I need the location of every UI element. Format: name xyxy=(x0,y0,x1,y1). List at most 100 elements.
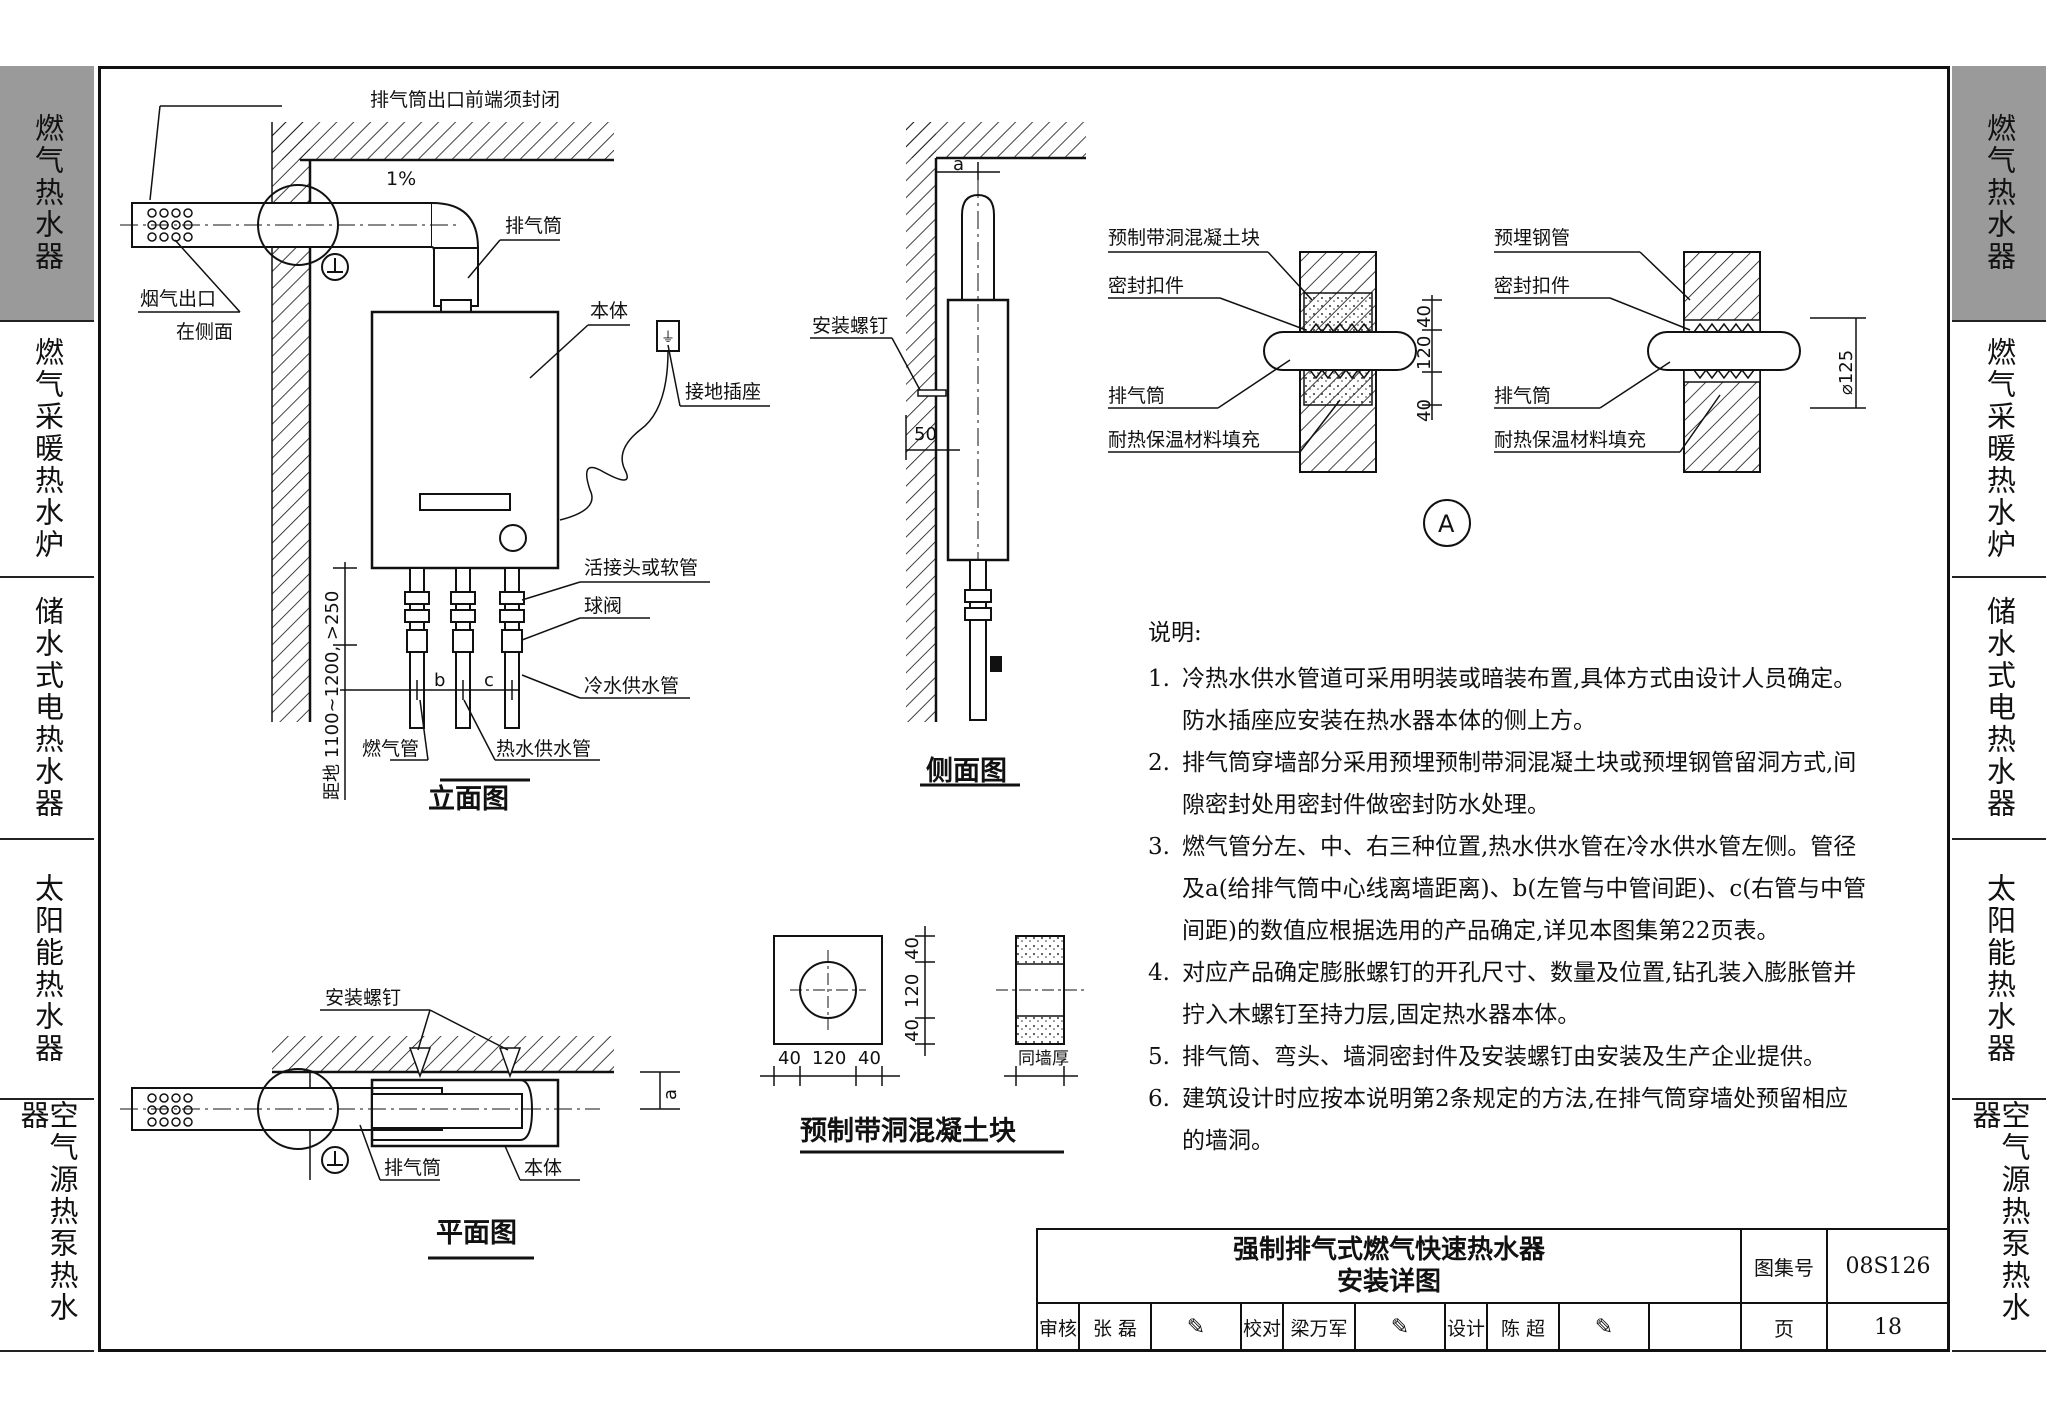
notes-section: 说明: 1. 冷热水供水管道可采用明装或暗装布置,具体方式由设计人员确定。防水插座… xyxy=(1148,612,1868,1162)
note-text: 排气筒、弯头、墙洞密封件及安装螺钉由安装及生产企业提供。 xyxy=(1182,1044,1826,1070)
side-caption: 侧面图 xyxy=(926,756,1007,787)
note-item: 6.建筑设计时应按本说明第2条规定的方法,在排气筒穿墙处预留相应的墙洞。 xyxy=(1148,1078,1868,1162)
checker-name: 梁万军 xyxy=(1282,1302,1356,1352)
side-tab-0[interactable]: 燃气热水器 xyxy=(0,66,94,322)
notes-title: 说明: xyxy=(1148,620,1202,646)
slope-label: 1% xyxy=(386,168,416,190)
side-tab-label: 空气源热泵热水器 xyxy=(16,1100,79,1324)
dim-b: b xyxy=(434,670,445,691)
review-label: 审核 xyxy=(1036,1302,1080,1352)
note-item: 3. 燃气管分左、中、右三种位置,热水供水管在冷水供水管左侧。管径及a(给排气筒中… xyxy=(1148,826,1868,952)
side-tab-label: 燃气热水器 xyxy=(1982,113,2017,273)
ball-valve-label: 球阀 xyxy=(584,595,622,617)
outlet-sealed-label: 排气筒出口前端须封闭 xyxy=(370,89,560,111)
blank-cell xyxy=(1648,1302,1742,1352)
side-tab-label: 燃气热水器 xyxy=(30,113,65,273)
side-tab-label: 燃气采暖热水炉 xyxy=(30,337,65,561)
side-tab-1[interactable]: 燃气采暖热水炉 xyxy=(1952,322,2046,578)
block-vdim-120: 120 xyxy=(902,974,923,1008)
detail-flue-label: 排气筒 xyxy=(1108,385,1165,407)
drawing-title-line2: 安装详图 xyxy=(1336,1267,1441,1297)
block-hole-label: 预制带洞混凝土块 xyxy=(1108,227,1260,249)
design-label: 设计 xyxy=(1444,1302,1488,1352)
block-vdim-40a: 40 xyxy=(902,937,923,960)
notes-list: 1. 冷热水供水管道可采用明装或暗装布置,具体方式由设计人员确定。防水插座应安装在… xyxy=(1148,658,1868,1162)
display-panel xyxy=(419,493,511,511)
seal-label: 密封扣件 xyxy=(1108,275,1184,297)
block-caption: 预制带洞混凝土块 xyxy=(800,1116,1017,1147)
detail-a-pointer xyxy=(321,253,349,281)
ceiling-slab xyxy=(272,122,614,160)
heater-body xyxy=(370,310,560,570)
side-tab-3[interactable]: 太阳能热水器 xyxy=(1952,840,2046,1100)
side-tab-label: 空气源热泵热水器 xyxy=(1968,1100,2031,1324)
precast-block-view: 40 120 40 40 120 40 同墙厚 预制带洞混凝土块 xyxy=(760,926,1084,1154)
title-block: 强制排气式燃气快速热水器 安装详图 图集号 08S126 审核 张 磊 ✎ 校对… xyxy=(1036,1228,1950,1352)
drawing-frame xyxy=(98,66,1950,1352)
steel-pipe-label: 预埋钢管 xyxy=(1494,227,1570,249)
side-tab-4[interactable]: 空气源热泵热水器 xyxy=(0,1100,94,1352)
seal2-label: 密封扣件 xyxy=(1494,275,1570,297)
plan-caption: 平面图 xyxy=(436,1218,517,1249)
filler2-label: 耐热保温材料填充 xyxy=(1494,429,1646,451)
filler-label: 耐热保温材料填充 xyxy=(1108,429,1260,451)
designer-name: 陈 超 xyxy=(1486,1302,1560,1352)
plan-screw-label: 安装螺钉 xyxy=(325,987,401,1009)
note-item: 5.排气筒、弯头、墙洞密封件及安装螺钉由安装及生产企业提供。 xyxy=(1148,1036,1868,1078)
plan-body-label: 本体 xyxy=(524,1157,562,1179)
control-knob xyxy=(499,524,527,552)
note-item: 2.排气筒穿墙部分采用预埋预制带洞混凝土块或预埋钢管留洞方式,间隙密封处用密封件… xyxy=(1148,742,1868,826)
flue-pipe xyxy=(120,184,479,313)
body-label: 本体 xyxy=(590,300,628,322)
page-number: 18 xyxy=(1826,1302,1950,1352)
detail-dim-dia: ⌀125 xyxy=(1836,350,1857,395)
checker-signature: ✎ xyxy=(1354,1302,1446,1352)
side-dim-50: 50 xyxy=(914,424,937,445)
side-tab-2[interactable]: 储水式电热水器 xyxy=(0,578,94,840)
designer-signature: ✎ xyxy=(1558,1302,1650,1352)
cold-pipe-label: 冷水供水管 xyxy=(584,675,679,697)
union-label: 活接头或软管 xyxy=(584,557,698,579)
note-number: 4. xyxy=(1148,960,1170,986)
reviewer-name: 张 磊 xyxy=(1078,1302,1152,1352)
reviewer-signature: ✎ xyxy=(1150,1302,1242,1352)
block-dim-40r: 40 xyxy=(858,1048,881,1069)
dim-c: c xyxy=(484,670,494,691)
side-tab-1[interactable]: 燃气采暖热水炉 xyxy=(0,322,94,578)
side-screw-label: 安装螺钉 xyxy=(812,315,888,337)
side-view: a 50 安装螺钉 侧面图 xyxy=(810,122,1086,787)
side-tab-3[interactable]: 太阳能热水器 xyxy=(0,840,94,1100)
block-dim-120: 120 xyxy=(812,1048,846,1069)
detail-a-letter: A xyxy=(1438,510,1455,538)
flue-outlet-label: 烟气出口 xyxy=(140,288,216,310)
side-tab-2[interactable]: 储水式电热水器 xyxy=(1952,578,2046,840)
same-wall-label: 同墙厚 xyxy=(1018,1049,1069,1069)
page-label: 页 xyxy=(1740,1302,1828,1352)
side-tab-label: 太阳能热水器 xyxy=(30,873,65,1065)
side-tab-0[interactable]: 燃气热水器 xyxy=(1952,66,2046,322)
detail-dim-40b: 40 xyxy=(1414,399,1435,422)
note-item: 4.对应产品确定膨胀螺钉的开孔尺寸、数量及位置,钻孔装入膨胀管并拧入木螺钉至持力… xyxy=(1148,952,1868,1036)
detail-flue2-label: 排气筒 xyxy=(1494,385,1551,407)
detail-dim-40a: 40 xyxy=(1414,305,1435,328)
note-number: 3. xyxy=(1148,834,1170,860)
drawing-title-line1: 强制排气式燃气快速热水器 xyxy=(1232,1235,1545,1265)
ground-socket-label: 接地插座 xyxy=(685,381,761,403)
side-tab-label: 储水式电热水器 xyxy=(1982,596,2017,820)
gas-pipe-label: 燃气管 xyxy=(362,738,419,760)
plan-dim-a: a xyxy=(660,1089,681,1100)
note-number: 1. xyxy=(1148,666,1170,692)
block-vdim-40b: 40 xyxy=(902,1019,923,1042)
side-tab-4[interactable]: 空气源热泵热水器 xyxy=(1952,1100,2046,1352)
side-dim-a: a xyxy=(953,154,964,175)
atlas-number: 08S126 xyxy=(1826,1228,1950,1304)
note-number: 6. xyxy=(1148,1086,1170,1112)
elevation-view: ⏚ 排气筒出口前端须封闭 1% 烟气出口 在侧面 排气筒 xyxy=(120,89,770,815)
side-tab-label: 太阳能热水器 xyxy=(1982,873,2017,1065)
note-text: 燃气管分左、中、右三种位置,热水供水管在冷水供水管左侧。管径及a(给排气筒中心线… xyxy=(1182,834,1867,944)
water-gas-pipes xyxy=(404,567,525,729)
atlas-label: 图集号 xyxy=(1740,1228,1828,1304)
plan-view: 安装螺钉 排气筒 本体 a 平面图 xyxy=(120,987,681,1260)
plan-flue-label: 排气筒 xyxy=(384,1157,441,1179)
note-text: 冷热水供水管道可采用明装或暗装布置,具体方式由设计人员确定。防水插座应安装在热水… xyxy=(1182,666,1857,734)
